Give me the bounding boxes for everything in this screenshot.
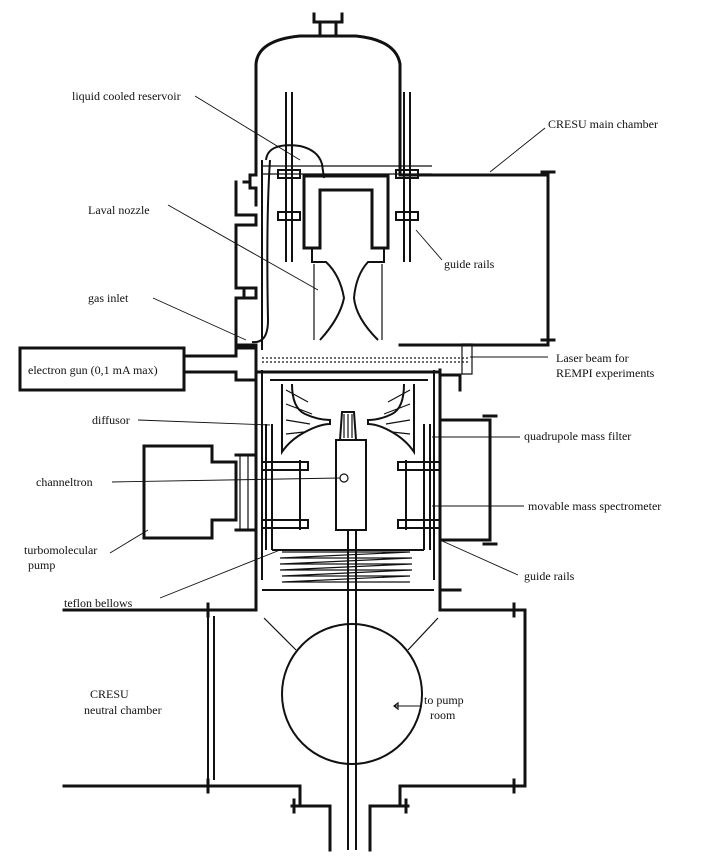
label-laser-beam: Laser beam for (556, 351, 629, 365)
teflon-bellows (262, 549, 434, 591)
label-room: room (430, 708, 456, 722)
label-turbomolecular: turbomolecular (24, 543, 97, 557)
label-diffusor: diffusor (92, 413, 130, 427)
guide-rails-upper (262, 92, 432, 262)
label-cresu-neutral: CRESU (90, 687, 129, 701)
label-cresu-main-chamber: CRESU main chamber (548, 117, 658, 131)
label-rempi: REMPI experiments (556, 366, 655, 380)
leader-lines (109, 95, 548, 711)
text-labels: liquid cooled reservoir Laval nozzle gas… (24, 89, 661, 722)
label-teflon-bellows: teflon bellows (64, 596, 133, 610)
liquid-cooled-reservoir (251, 144, 325, 350)
laval-nozzle (302, 174, 390, 341)
cresu-neutral-chamber (62, 588, 527, 852)
diffusor (281, 383, 415, 456)
electron-gun (18, 346, 258, 392)
mass-spectrometer-housing (254, 368, 498, 592)
label-electron-gun: electron gun (0,1 mA max) (28, 363, 158, 377)
quadrupole-rails (261, 424, 441, 550)
label-pump: pump (28, 558, 55, 572)
label-liquid-cooled-reservoir: liquid cooled reservoir (72, 89, 181, 103)
label-channeltron: channeltron (36, 475, 93, 489)
label-movable-ms: movable mass spectrometer (528, 499, 661, 513)
turbomolecular-pump (142, 444, 258, 540)
label-guide-rails-bottom: guide rails (524, 569, 575, 583)
label-laval-nozzle: Laval nozzle (88, 203, 150, 217)
label-quadrupole: quadrupole mass filter (524, 429, 631, 443)
channeltron-probe (335, 411, 367, 850)
label-gas-inlet: gas inlet (88, 291, 129, 305)
label-neutral-chamber: neutral chamber (84, 703, 162, 717)
upper-dome (254, 12, 402, 102)
laser-beam (262, 343, 473, 375)
label-guide-rails-top: guide rails (444, 257, 495, 271)
cresu-main-chamber (234, 98, 556, 347)
label-to-pump: to pump (424, 693, 464, 707)
